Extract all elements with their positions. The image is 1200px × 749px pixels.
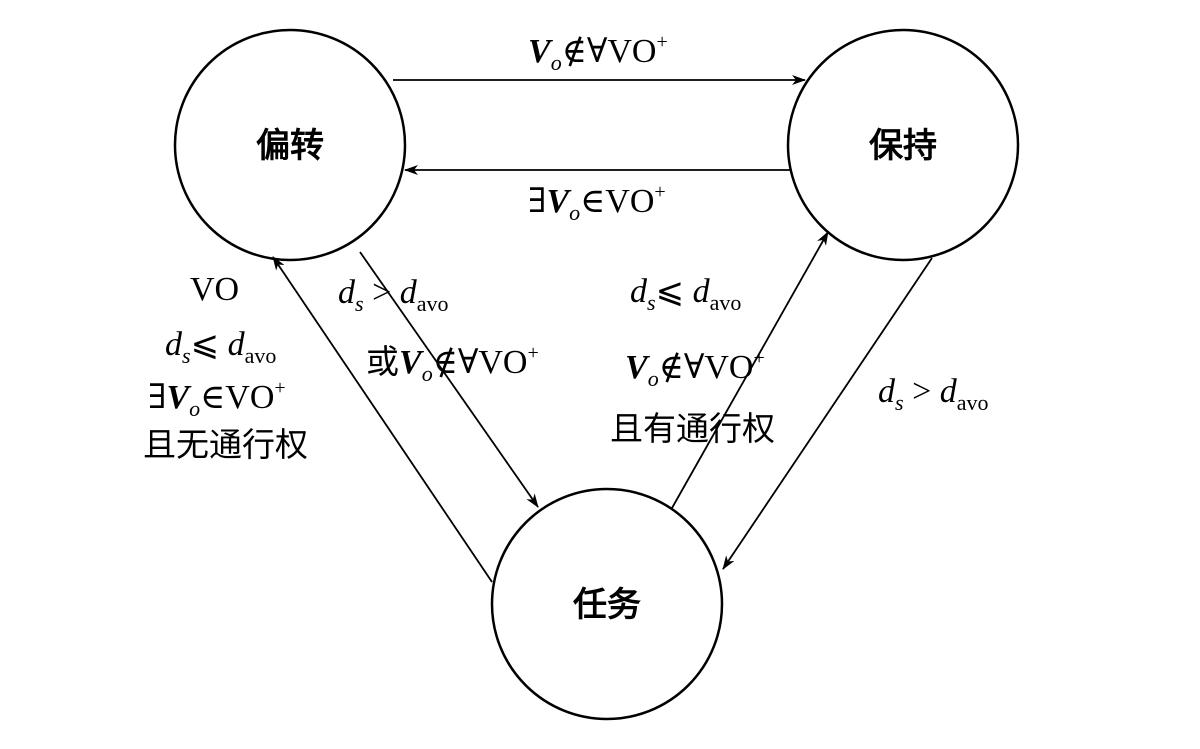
arrow-deflect-to-task: [359, 251, 539, 508]
label-task-to-hold-line3: 且有通行权: [610, 409, 775, 448]
label-task-to-deflect-line1: VO: [190, 271, 239, 308]
state-hold-circle: [786, 28, 1020, 262]
label-hold-to-task: ds > davo: [878, 373, 989, 415]
label-deflect-to-task-line2: 或Vo∉∀VO+: [366, 342, 539, 386]
state-deflect-circle: [173, 28, 407, 262]
state-task-label: 任务: [573, 585, 641, 625]
label-task-to-deflect-line4: 且无通行权: [143, 425, 308, 464]
label-task-to-deflect-line3: ∃Vo∈VO+: [148, 377, 286, 421]
label-task-to-hold-line2: Vo∉∀VO+: [625, 347, 765, 391]
arrow-hold-to-task: [722, 257, 933, 570]
state-hold-label: 保持: [869, 126, 937, 166]
state-task-circle: [490, 487, 724, 721]
label-task-to-deflect-line2: ds⩽ davo: [165, 326, 276, 368]
state-deflect-label: 偏转: [256, 126, 324, 166]
label-task-to-hold-line1: ds⩽ davo: [630, 273, 741, 315]
label-deflect-to-task-line1: ds > davo: [338, 274, 449, 316]
arrow-task-to-deflect: [272, 256, 493, 583]
arrow-task-to-hold: [671, 231, 829, 509]
label-hold-to-deflect: ∃Vo∈VO+: [528, 181, 666, 225]
label-deflect-to-hold: Vo∉∀VO+: [528, 31, 668, 75]
